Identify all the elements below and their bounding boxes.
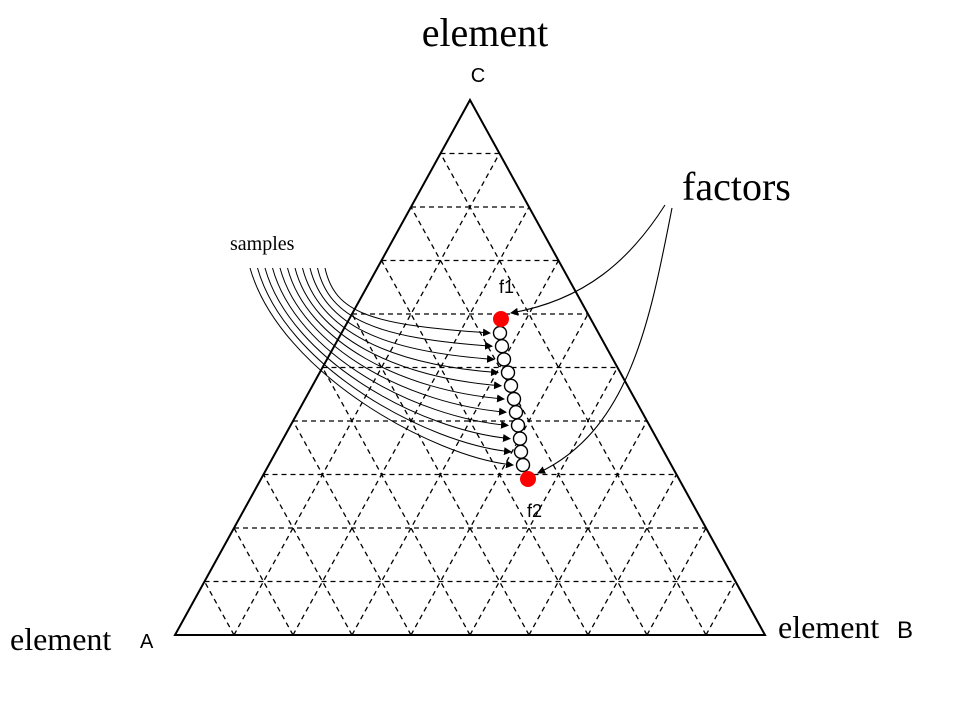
grid-line (292, 420, 412, 636)
grid-line (705, 581, 737, 636)
sample-arrow (309, 267, 495, 363)
sample-arrow (249, 267, 514, 469)
sample-circle (492, 325, 508, 341)
sample-arrow (317, 267, 493, 350)
vertex-a-label: A (140, 631, 154, 653)
sample-circle (512, 431, 528, 446)
vertex-c-label: C (471, 65, 485, 87)
sample-circle (496, 352, 512, 367)
factor-arrow-f2 (537, 207, 673, 474)
factor-f2-marker (520, 471, 536, 487)
factor-arrow-f1 (510, 204, 666, 316)
sample-arrow (302, 267, 499, 377)
sample-arrows (249, 267, 514, 469)
grid-line (233, 153, 501, 636)
sample-arrow (287, 267, 505, 403)
grid-line (351, 313, 530, 636)
sample-arrow (294, 267, 502, 390)
factors-label: factors (682, 164, 791, 209)
vertex-b-label: B (897, 617, 913, 644)
grid-line (646, 527, 707, 636)
right-element-label: element (778, 609, 879, 645)
f2-label: f2 (527, 501, 542, 521)
f1-label: f1 (499, 277, 514, 297)
samples-label: samples (230, 233, 295, 255)
triangle-grid (203, 152, 737, 636)
grid-line (587, 474, 678, 636)
sample-circle (515, 457, 531, 473)
sample-circle (508, 405, 524, 420)
sample-arrow (257, 267, 512, 456)
factor-arrows (510, 204, 673, 474)
top-element-label: element (422, 10, 549, 55)
grid-line (439, 153, 707, 636)
grid-line (321, 367, 471, 636)
sample-arrow (324, 267, 491, 337)
grid-line (262, 474, 353, 636)
sample-circle (494, 339, 510, 354)
grid-line (469, 367, 619, 636)
sample-points (492, 325, 531, 473)
sample-circle (510, 418, 526, 433)
sample-circle (513, 444, 529, 459)
sample-arrow (272, 267, 509, 429)
left-element-label: element (10, 621, 111, 657)
grid-line (410, 313, 589, 636)
grid-line (233, 527, 294, 636)
grid-line (528, 420, 648, 636)
sample-circle (503, 378, 519, 393)
triangle-outline (173, 97, 767, 636)
sample-arrow (264, 267, 511, 442)
grid-line (203, 581, 235, 636)
factor-f1-marker (493, 311, 509, 327)
grid-line (351, 260, 560, 636)
sample-circle (506, 391, 522, 407)
sample-circle (500, 365, 516, 380)
sample-arrow (279, 267, 507, 416)
